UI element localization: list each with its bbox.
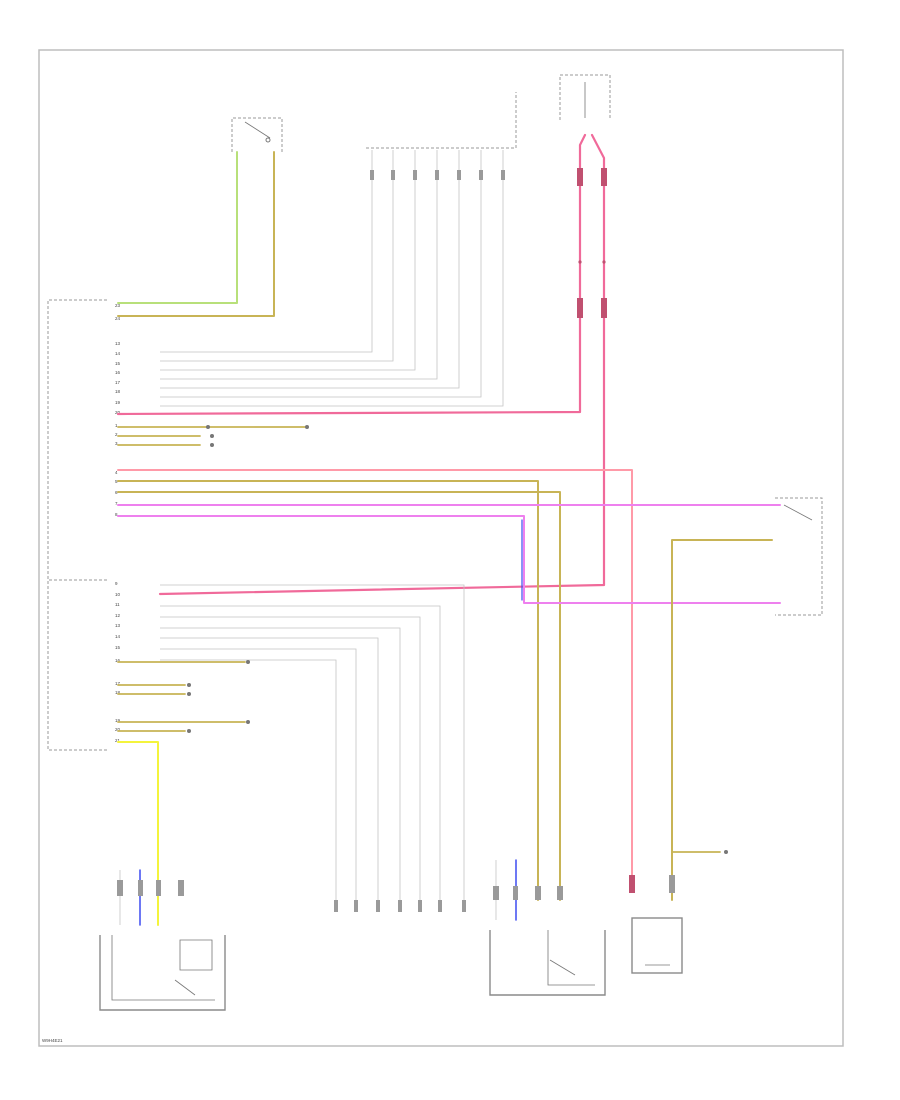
svg-text:6: 6 (115, 490, 118, 495)
svg-text:17: 17 (115, 380, 121, 385)
top-center-grey-wires (160, 150, 504, 407)
fuse-wire-connectors (577, 168, 607, 318)
stub-splice-dot (724, 850, 728, 854)
bottom-center-component (489, 930, 606, 996)
module-enclosure-lower (47, 579, 107, 751)
wire-yellow-brown-pin24 (117, 151, 275, 317)
svg-text:5: 5 (115, 479, 118, 484)
bottom-left-connectors (117, 880, 184, 896)
top-left-switch (231, 117, 283, 152)
svg-text:13: 13 (115, 623, 121, 628)
svg-text:18: 18 (115, 690, 121, 695)
svg-text:14: 14 (115, 634, 121, 639)
wire-red-pin4 (117, 469, 633, 881)
lower-connector-pins (334, 900, 466, 912)
top-center-connector-pins (370, 170, 505, 180)
fuse-wire-splices (578, 260, 606, 264)
lower-grey-wires (160, 584, 465, 910)
svg-text:2: 2 (115, 432, 118, 437)
svg-text:24: 24 (115, 316, 121, 321)
top-connector-outline (366, 92, 517, 149)
svg-text:20: 20 (115, 410, 121, 415)
wire-magenta-pin8 (117, 515, 781, 604)
svg-text:19: 19 (115, 718, 121, 723)
bottom-center-connectors (493, 886, 563, 900)
svg-text:23: 23 (115, 303, 121, 308)
fuse-box-outline (559, 74, 611, 120)
svg-text:20: 20 (115, 727, 121, 732)
module-enclosure-upper (47, 299, 107, 581)
diagram-code: W9H4E21 (42, 1038, 63, 1043)
svg-text:4: 4 (115, 470, 118, 475)
svg-text:15: 15 (115, 645, 121, 650)
svg-text:13: 13 (115, 341, 121, 346)
bottom-right-connectors (629, 875, 635, 893)
svg-text:14: 14 (115, 351, 121, 356)
wire-pink-fuse-a (116, 133, 587, 416)
svg-text:3: 3 (115, 441, 118, 446)
svg-text:15: 15 (115, 361, 121, 366)
bottom-right-connectors-b (669, 875, 675, 893)
wire-green-yellow-pin23 (117, 151, 238, 304)
lower-splice-dots (187, 660, 250, 733)
svg-text:18: 18 (115, 389, 121, 394)
diagram-frame (38, 49, 844, 1047)
right-lower-switch (775, 497, 823, 616)
svg-text:1: 1 (115, 423, 118, 428)
svg-text:12: 12 (115, 613, 121, 618)
wire-yellow-brown-pin5 (117, 480, 539, 901)
svg-text:21: 21 (115, 738, 121, 743)
svg-text:19: 19 (115, 400, 121, 405)
svg-text:8: 8 (115, 512, 118, 517)
svg-text:9: 9 (115, 581, 118, 586)
svg-text:7: 7 (115, 501, 118, 506)
wire-pink-fuse-b (158, 133, 606, 596)
mid-splice-dots (206, 425, 309, 447)
svg-text:10: 10 (115, 592, 121, 597)
wire-yellow-brown-pin6 (117, 491, 561, 901)
bottom-left-component (99, 935, 226, 1011)
wire-yellow-pin21 (117, 741, 159, 926)
wire-yellow-brown-lamp (671, 539, 773, 901)
svg-text:17: 17 (115, 681, 121, 686)
svg-text:16: 16 (115, 370, 121, 375)
svg-text:16: 16 (115, 658, 121, 663)
svg-text:11: 11 (115, 602, 120, 607)
bottom-right-lamp (631, 917, 683, 974)
